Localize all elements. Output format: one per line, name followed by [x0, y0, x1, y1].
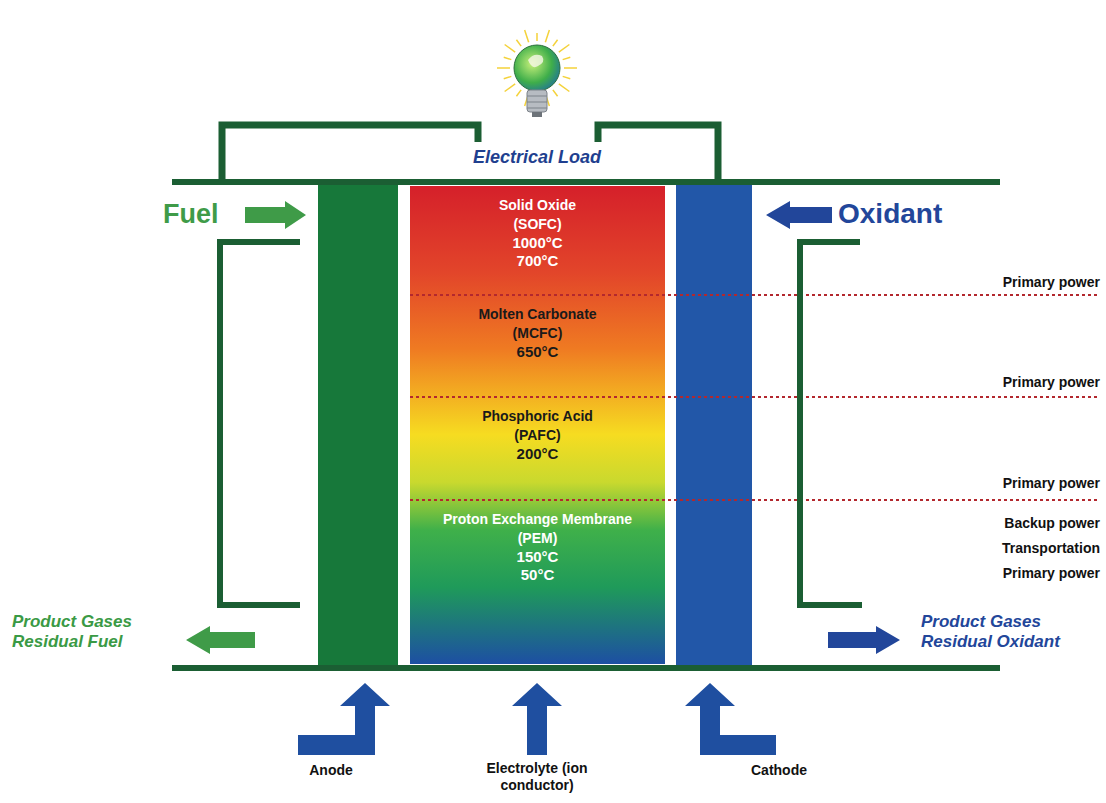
light-ray — [563, 76, 571, 78]
cell-type-text: Proton Exchange Membrane — [406, 510, 669, 529]
application-label: Primary power — [1003, 565, 1100, 582]
output-label: Product Gases Residual Fuel — [12, 612, 164, 652]
cell-type-text: Solid Oxide — [406, 196, 669, 215]
fuel-cell-band: Solid Oxide(SOFC)1000°C700°C — [406, 186, 669, 295]
light-ray — [559, 84, 570, 92]
flow-bracket — [800, 242, 862, 605]
light-ray — [553, 40, 558, 46]
temperature-text: 200°C — [406, 445, 669, 463]
input-label: Oxidant — [838, 197, 942, 231]
light-ray — [553, 90, 558, 96]
load-wire — [222, 125, 718, 182]
temperature-text: 50°C — [406, 566, 669, 584]
application-label: Primary power — [1003, 274, 1100, 291]
light-ray — [505, 44, 516, 52]
part-label: Anode — [286, 762, 376, 779]
cell-type-text: (PAFC) — [406, 426, 669, 445]
temperature-text: 650°C — [406, 343, 669, 361]
light-ray — [559, 44, 570, 52]
exhaust-arrow — [828, 626, 900, 654]
cell-type-text: Molten Carbonate — [406, 305, 669, 324]
fuel-cell-band: Phosphoric Acid(PAFC)200°C — [406, 397, 669, 500]
light-ray — [497, 67, 510, 69]
light-ray — [516, 90, 521, 96]
light-ray — [536, 33, 538, 41]
pointer-arrow — [685, 683, 776, 755]
light-ray — [516, 40, 521, 46]
cell-type-text: (PEM) — [406, 529, 669, 548]
cathode-bar — [676, 185, 752, 665]
light-ray — [563, 57, 571, 59]
input-label: Fuel — [163, 198, 219, 230]
cell-type-text: (MCFC) — [406, 324, 669, 343]
light-ray — [564, 67, 577, 69]
anode-bar — [318, 185, 398, 665]
temperature-text: 1000°C — [406, 234, 669, 252]
load-label: Electrical Load — [427, 146, 647, 168]
light-ray — [504, 76, 512, 78]
pointer-arrow — [512, 683, 562, 755]
cell-type-text: (SOFC) — [406, 215, 669, 234]
light-ray — [545, 30, 549, 42]
part-label: Cathode — [734, 762, 824, 779]
temperature-text: 150°C — [406, 548, 669, 566]
top-plate — [172, 179, 1000, 185]
fuel-cell-band: Proton Exchange Membrane(PEM)150°C50°C — [406, 500, 669, 662]
application-label: Primary power — [1003, 374, 1100, 391]
light-ray — [505, 84, 516, 92]
flow-bracket — [220, 242, 300, 605]
application-label: Backup power — [1004, 515, 1100, 532]
part-label: Electrolyte (ion conductor) — [478, 760, 596, 794]
light-ray — [504, 57, 512, 59]
cell-type-text: Phosphoric Acid — [406, 407, 669, 426]
light-bulb-icon — [497, 30, 577, 117]
output-label: Product Gases Residual Oxidant — [921, 612, 1097, 652]
application-label: Primary power — [1003, 475, 1100, 492]
oxidant-arrow — [766, 201, 832, 229]
fuel-arrow — [245, 201, 306, 229]
fuel-cell-band: Molten Carbonate(MCFC)650°C — [406, 295, 669, 397]
light-ray — [525, 30, 529, 42]
exhaust-arrow — [186, 626, 255, 654]
pointer-arrow — [298, 683, 390, 755]
bottom-plate — [172, 665, 1000, 671]
temperature-text: 700°C — [406, 252, 669, 270]
application-label: Transportation — [1002, 540, 1100, 557]
